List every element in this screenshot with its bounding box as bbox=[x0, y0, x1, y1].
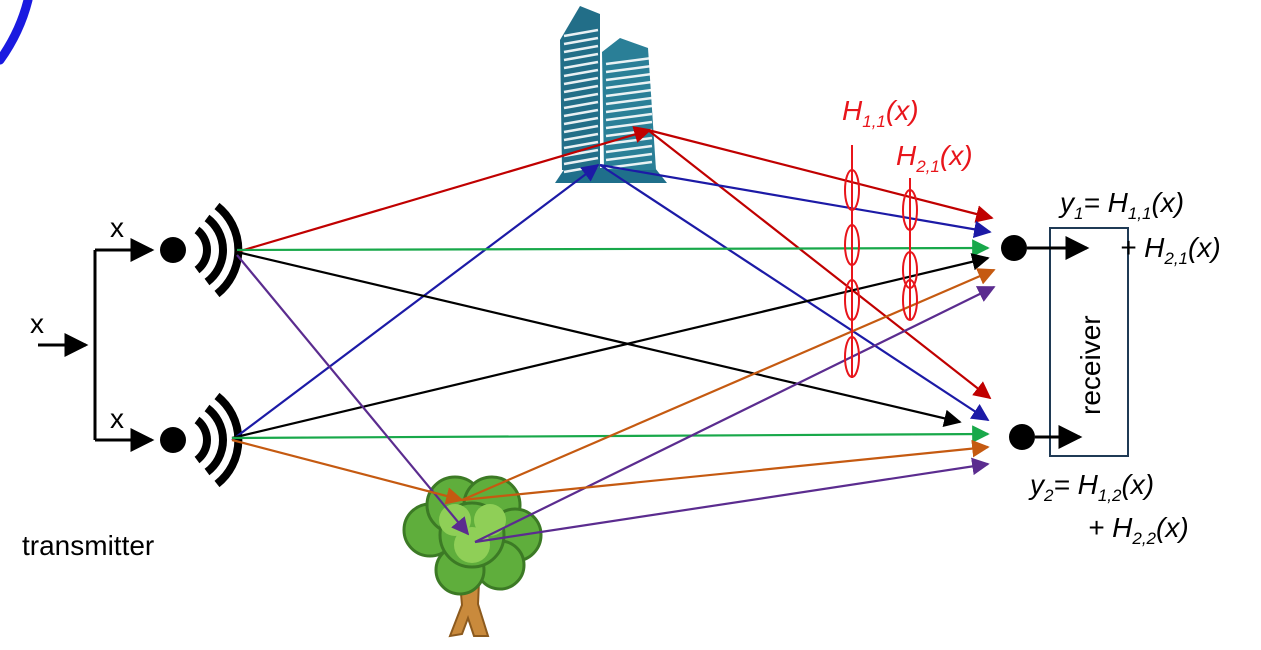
building-window-stripe bbox=[605, 152, 653, 162]
y2-equation-line2: + H2,2(x) bbox=[1088, 512, 1189, 548]
path-tree-to-rx2-orange bbox=[461, 439, 990, 502]
building-window-stripe bbox=[563, 116, 599, 126]
building-window-stripe bbox=[563, 140, 599, 150]
building-window-stripe bbox=[563, 156, 599, 166]
building-window-stripe bbox=[563, 108, 599, 118]
y1-equation-line1: y1= H1,1(x) bbox=[1058, 187, 1184, 223]
path-tx1-to-tree bbox=[236, 254, 470, 536]
path-building-to-rx2-blue bbox=[599, 164, 990, 421]
receiver-label: receiver bbox=[1075, 315, 1106, 415]
input-x-label: x bbox=[30, 308, 44, 339]
path-building-to-rx1-blue bbox=[599, 163, 992, 238]
building-window-stripe bbox=[563, 44, 599, 54]
building-window-stripe bbox=[563, 76, 599, 86]
building-window-stripe bbox=[563, 92, 599, 102]
transmitter-label: transmitter bbox=[22, 530, 154, 561]
path-tree-to-rx1-purple bbox=[474, 286, 996, 543]
y1-equation-line2: + H2,1(x) bbox=[1120, 232, 1221, 268]
path-tx1-to-building bbox=[236, 126, 652, 254]
path-building-to-rx1-red bbox=[647, 128, 994, 223]
building-window-stripe bbox=[563, 36, 599, 46]
building-window-stripe bbox=[563, 100, 599, 110]
h11-label: H1,1(x) bbox=[842, 95, 919, 131]
path-tree-to-rx2-purple bbox=[474, 457, 990, 544]
building-window-stripe bbox=[563, 60, 599, 70]
tree-icon bbox=[402, 475, 543, 638]
y2-equation-line1: y2= H1,2(x) bbox=[1028, 469, 1154, 505]
path-tx2-to-tree bbox=[231, 438, 464, 505]
antenna-1-icon bbox=[160, 202, 243, 298]
propagation-paths bbox=[231, 126, 996, 544]
building-window-stripe bbox=[605, 72, 653, 82]
building-window-stripe bbox=[605, 112, 653, 122]
building-window-stripe bbox=[605, 64, 653, 74]
building-window-stripe bbox=[605, 80, 653, 90]
corner-decoration-stroke bbox=[0, 0, 33, 65]
path-direct-tx2-rx1 bbox=[231, 253, 990, 440]
building-window-stripe bbox=[605, 120, 653, 130]
h21-label: H2,1(x) bbox=[896, 140, 973, 176]
building-window-stripe bbox=[563, 52, 599, 62]
branch-top-x-label: x bbox=[110, 212, 124, 243]
branch-bottom-x-label: x bbox=[110, 403, 124, 434]
building-window-stripe bbox=[563, 124, 599, 134]
building-window-stripe bbox=[563, 148, 599, 158]
building-window-stripe bbox=[563, 84, 599, 94]
building-window-stripe bbox=[563, 68, 599, 78]
building-window-stripe bbox=[605, 96, 653, 106]
receiver-antenna-1 bbox=[1001, 235, 1027, 261]
path-tx2-to-building bbox=[231, 163, 600, 441]
building-window-stripe bbox=[563, 132, 599, 142]
path-direct-tx1-rx2 bbox=[236, 250, 962, 427]
path-building-to-rx2-red bbox=[647, 129, 992, 400]
building-icon bbox=[555, 6, 667, 183]
building-window-stripe bbox=[605, 104, 653, 114]
building-window-stripe bbox=[563, 28, 599, 38]
receiver-box bbox=[1049, 227, 1129, 457]
channel-h11-grouping bbox=[844, 145, 860, 378]
path-tree-to-rx1-orange bbox=[461, 268, 996, 502]
channel-h21-grouping bbox=[902, 178, 918, 321]
transmitter-splitter bbox=[38, 238, 155, 452]
building-window-stripe bbox=[605, 88, 653, 98]
building-window-stripe bbox=[605, 56, 653, 66]
building-window-stripe bbox=[605, 144, 653, 154]
path-direct-tx1-rx1 bbox=[236, 239, 990, 257]
antenna-2-icon bbox=[160, 392, 243, 488]
receiver-antenna-2 bbox=[1009, 424, 1035, 450]
